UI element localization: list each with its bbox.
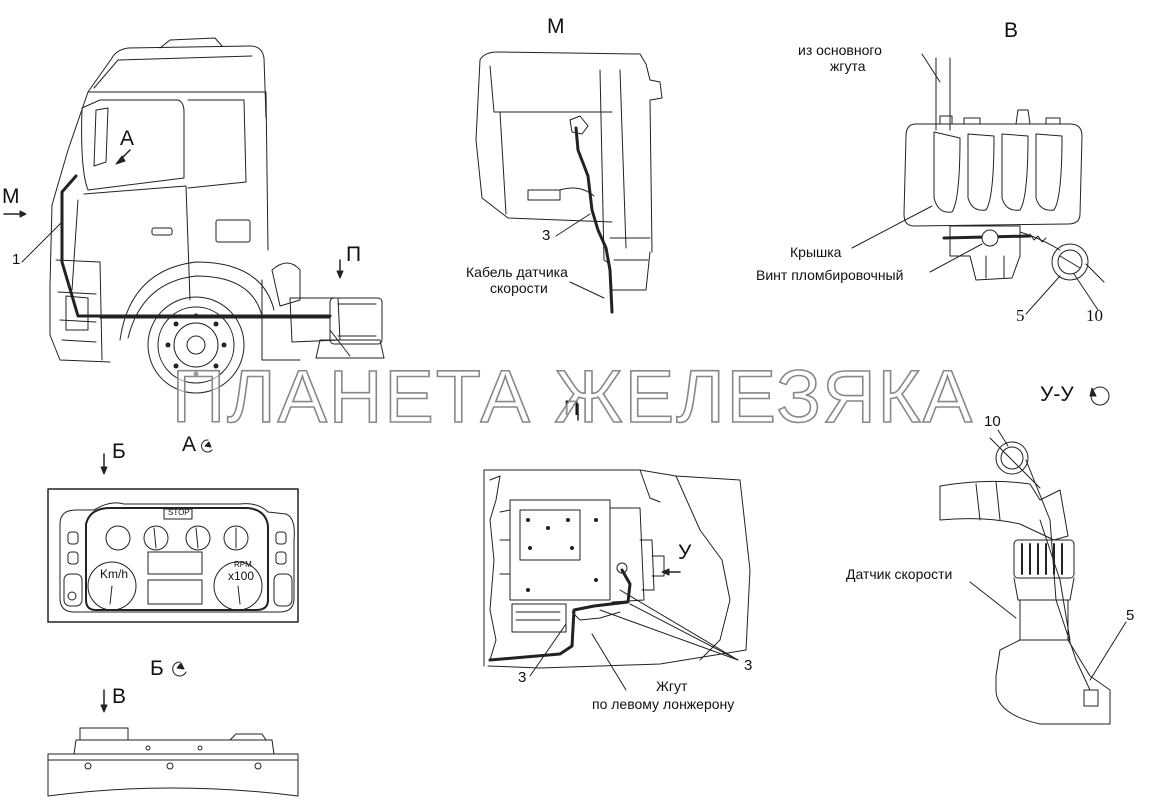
cover-label: Крышка [790,244,842,260]
view-b-drawing [851,53,1105,315]
dashboard-stop-label: STOP [168,508,190,517]
view-b-title: В [1004,19,1019,42]
dashboard-kmh-label: Km/h [100,567,129,581]
view-uu-drawing [939,386,1127,725]
view-m-title: М [547,15,565,38]
dashboard-drawing [47,439,299,623]
view-m-drawing [475,51,663,314]
callout-3-p-left: 3 [518,669,527,686]
view-b2-title: Б [150,657,164,680]
truck-cab-drawing [3,37,385,394]
view-p-drawing [483,403,751,691]
speed-cable-label-line1: Кабель датчика [466,264,568,280]
callout-1: 1 [12,251,21,268]
view-m-arrow-label: М [2,185,20,208]
callout-10-b: 10 [1086,306,1103,325]
callout-5-b: 5 [1016,306,1025,325]
harness-left-label-line2: по левому лонжерону [592,696,735,712]
harness-left-label-line1: Жгут [656,678,688,694]
watermark-text: ПЛАНЕТА ЖЕЛЕЗЯКА [172,358,974,438]
seal-screw-label: Винт пломбировочный [756,267,904,283]
view-p-arrow-label: П [346,243,362,266]
panel-b-drawing [47,661,299,797]
dashboard-x100-label: x100 [228,569,255,583]
watermark: ПЛАНЕТА ЖЕЛЕЗЯКА [171,358,974,438]
view-v-arrow-label: В [112,685,127,708]
callout-10-uu: 10 [984,413,1001,430]
main-harness-label-line1: из основного [798,42,882,58]
callout-5-uu: 5 [1126,607,1135,624]
view-p-title: П [564,397,580,420]
speed-sensor-label: Датчик скорости [846,566,953,582]
callout-3-m: 3 [542,227,551,244]
callout-3-p-right: 3 [744,657,753,674]
view-b-arrow-label: Б [112,440,126,463]
speed-cable-label-line2: скорости [490,280,548,296]
view-a-arrow-label: А [120,127,135,150]
main-harness-label-line2: жгута [830,58,866,74]
view-a-title: А [182,433,197,456]
dashboard-rpm-label: RPM [234,560,252,569]
view-u-arrow-label: У [678,541,692,564]
view-uu-title: У-У [1040,383,1074,406]
